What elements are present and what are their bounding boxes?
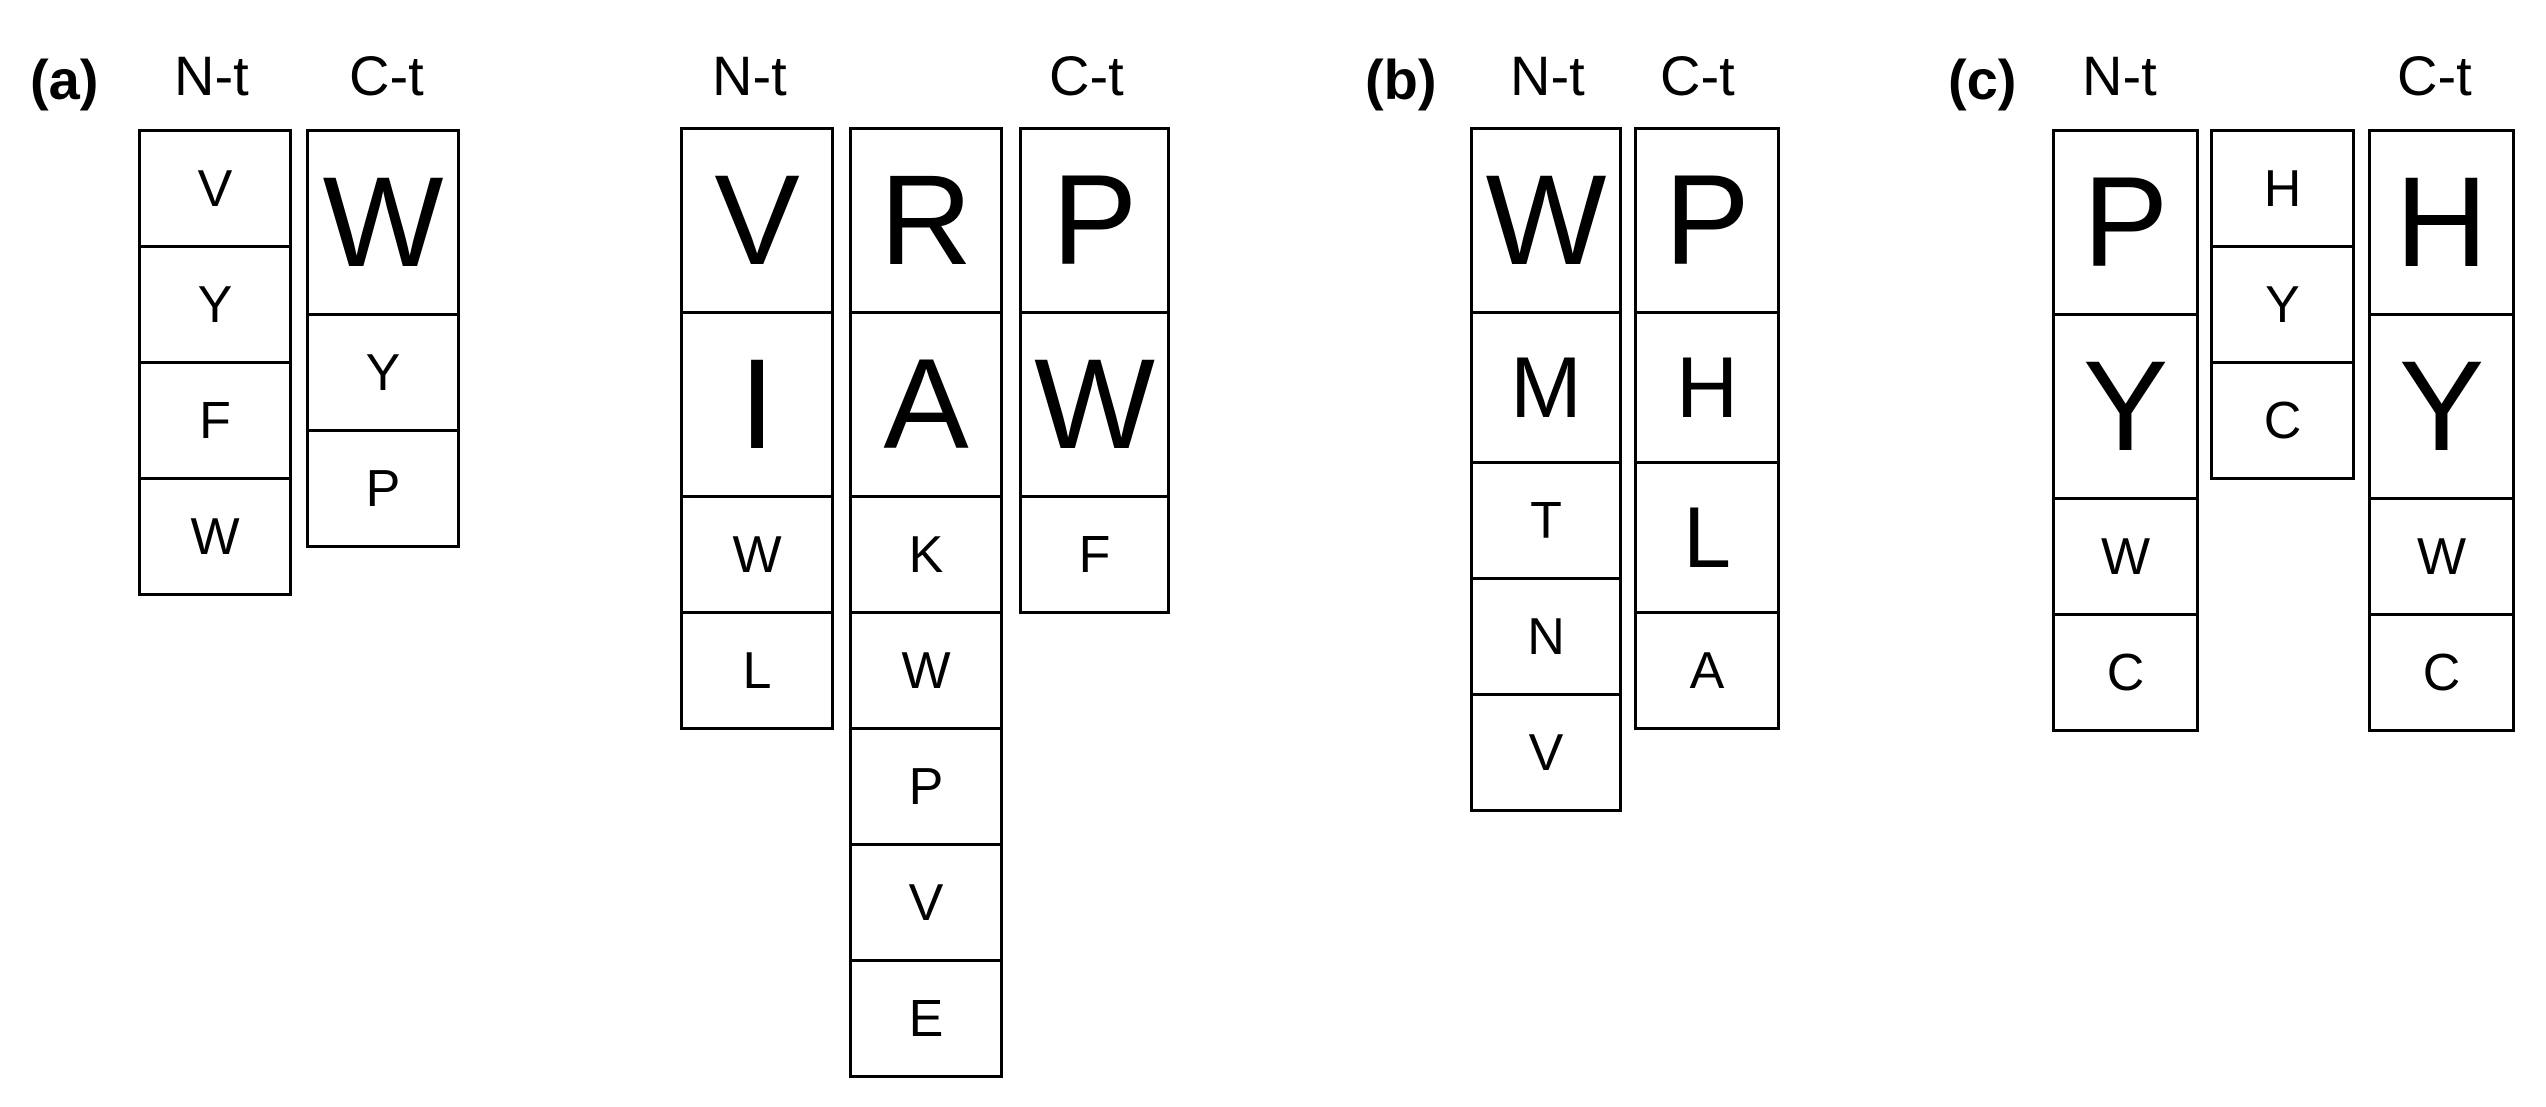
residue-cell: P [306, 429, 460, 548]
residue-cell: Y [2368, 313, 2515, 500]
residue-cell: H [2368, 129, 2515, 316]
residue-cell: W [2052, 497, 2199, 616]
residue-cell: A [1634, 611, 1780, 730]
residue-cell: L [680, 611, 834, 730]
residue-cell: N [1470, 577, 1622, 696]
terminal-label-c-c: C-t [2397, 44, 2472, 107]
terminal-label-a1-n: N-t [174, 44, 249, 107]
residue-cell: W [306, 129, 460, 316]
residue-cell: W [680, 495, 834, 614]
residue-cell: M [1470, 311, 1622, 464]
residue-cell: C [2368, 613, 2515, 732]
residue-cell: T [1470, 461, 1622, 580]
residue-cell: W [1019, 311, 1170, 498]
terminal-label-a1-c: C-t [349, 44, 424, 107]
residue-cell: C [2210, 361, 2355, 480]
residue-cell: H [1634, 311, 1780, 464]
terminal-label-a2-n: N-t [712, 44, 787, 107]
residue-cell: V [849, 843, 1003, 962]
residue-cell: F [138, 361, 292, 480]
residue-cell: K [849, 495, 1003, 614]
residue-cell: A [849, 311, 1003, 498]
residue-cell: V [1470, 693, 1622, 812]
residue-cell: R [849, 127, 1003, 314]
residue-cell: H [2210, 129, 2355, 248]
panel-label-b: (b) [1365, 48, 1437, 111]
residue-cell: W [1470, 127, 1622, 314]
residue-cell: P [2052, 129, 2199, 316]
residue-cell: L [1634, 461, 1780, 614]
residue-cell: P [849, 727, 1003, 846]
terminal-label-a2-c: C-t [1049, 44, 1124, 107]
residue-cell: W [138, 477, 292, 596]
panel-label-c: (c) [1948, 48, 2017, 111]
panel-label-a: (a) [30, 48, 99, 111]
residue-cell: W [849, 611, 1003, 730]
residue-cell: F [1019, 495, 1170, 614]
residue-cell: P [1634, 127, 1780, 314]
residue-cell: E [849, 959, 1003, 1078]
residue-cell: W [2368, 497, 2515, 616]
terminal-label-c-n: N-t [2082, 44, 2157, 107]
residue-cell: P [1019, 127, 1170, 314]
terminal-label-b-n: N-t [1510, 44, 1585, 107]
residue-cell: Y [306, 313, 460, 432]
residue-cell: Y [2052, 313, 2199, 500]
terminal-label-b-c: C-t [1660, 44, 1735, 107]
residue-cell: Y [138, 245, 292, 364]
residue-cell: V [138, 129, 292, 248]
residue-cell: I [680, 311, 834, 498]
residue-cell: V [680, 127, 834, 314]
residue-cell: Y [2210, 245, 2355, 364]
residue-cell: C [2052, 613, 2199, 732]
